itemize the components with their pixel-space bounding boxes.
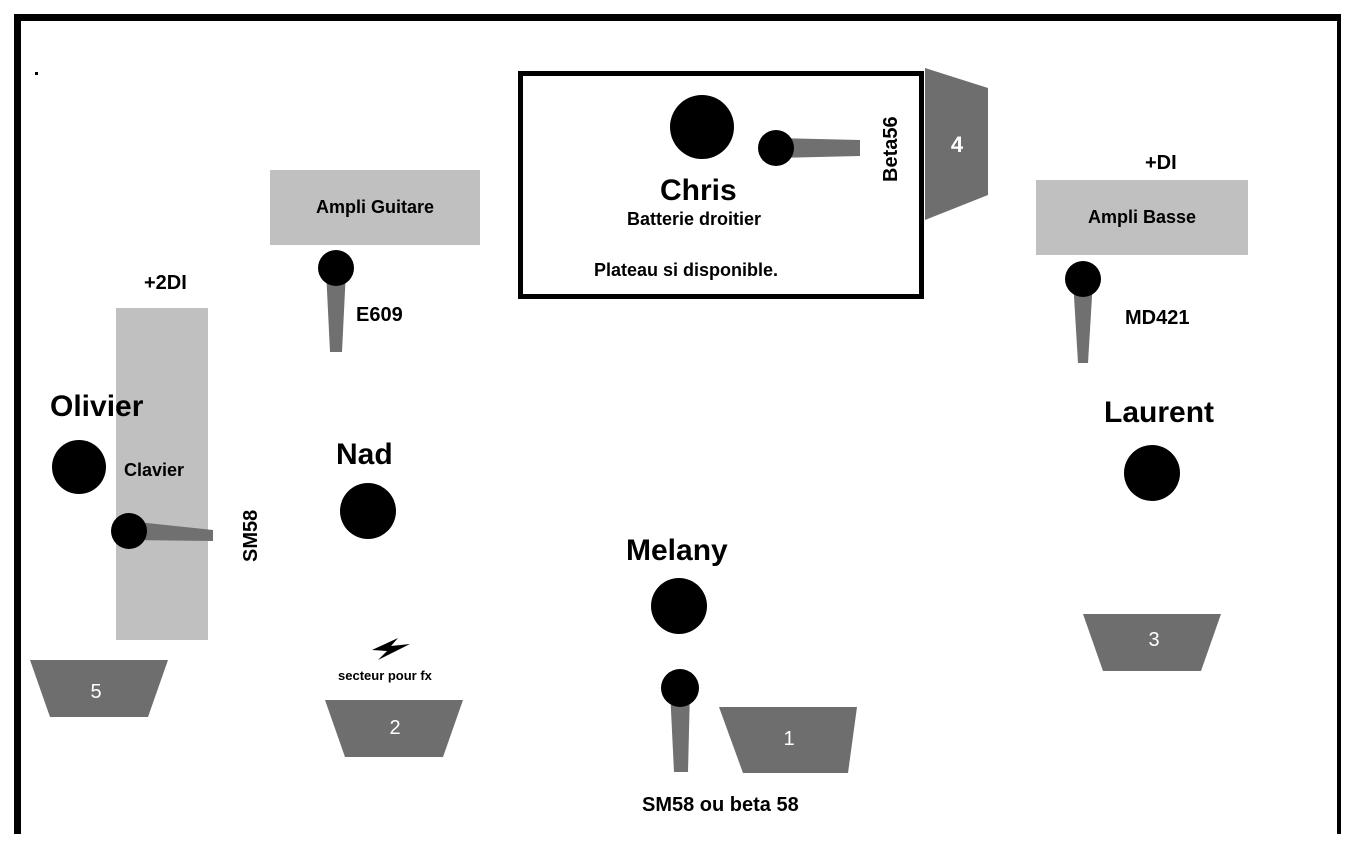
di-basse-label: +DI [1145,152,1177,174]
chris-name: Chris [660,174,737,207]
monitor-3: 3 [1083,614,1221,671]
chris-position [670,95,734,159]
nad-position [340,483,396,539]
mic-drums-label: Beta56 [880,116,902,182]
ampli-guitare-label: Ampli Guitare [315,197,435,217]
monitor-4-number: 4 [951,132,964,157]
ampli-basse-box: Ampli Basse [1036,180,1248,255]
mic-clavier-label: SM58 [240,509,262,562]
mic-clavier [111,513,213,549]
power-icon [372,638,410,660]
monitor-1: 1 [719,707,857,773]
olivier-name: Olivier [50,390,144,423]
olivier-position [52,440,106,494]
plateau-label: Plateau si disponible. [594,260,779,280]
mic-chant [661,669,699,772]
nad-name: Nad [336,438,393,471]
clavier-box [116,308,208,640]
laurent-name: Laurent [1104,396,1215,429]
clavier-label: Clavier [124,460,185,480]
mic-guitare-label: E609 [356,304,403,326]
ampli-basse-label: Ampli Basse [1087,207,1197,227]
mic-chant-label: SM58 ou beta 58 [642,794,799,816]
mic-basse-label: MD421 [1125,307,1190,329]
mic-basse [1065,261,1101,363]
stage-outline [14,14,1341,834]
stray-dot [35,72,38,75]
ampli-guitare-box: Ampli Guitare [270,170,480,245]
melany-position [651,578,707,634]
monitor-1-number: 1 [783,728,794,750]
mic-drums [758,130,860,166]
monitor-5-number: 5 [90,681,101,703]
di-clavier-label: +2DI [144,272,187,294]
monitor-3-number: 3 [1148,629,1159,651]
monitor-2: 2 [325,700,463,757]
monitor-2-number: 2 [389,717,400,739]
laurent-position [1124,445,1180,501]
power-label: secteur pour fx [338,668,432,683]
monitor-5: 5 [30,660,168,717]
melany-name: Melany [626,534,728,567]
monitor-4: 4 [925,68,988,220]
mic-guitare [318,250,354,352]
batterie-label: Batterie droitier [627,209,762,229]
